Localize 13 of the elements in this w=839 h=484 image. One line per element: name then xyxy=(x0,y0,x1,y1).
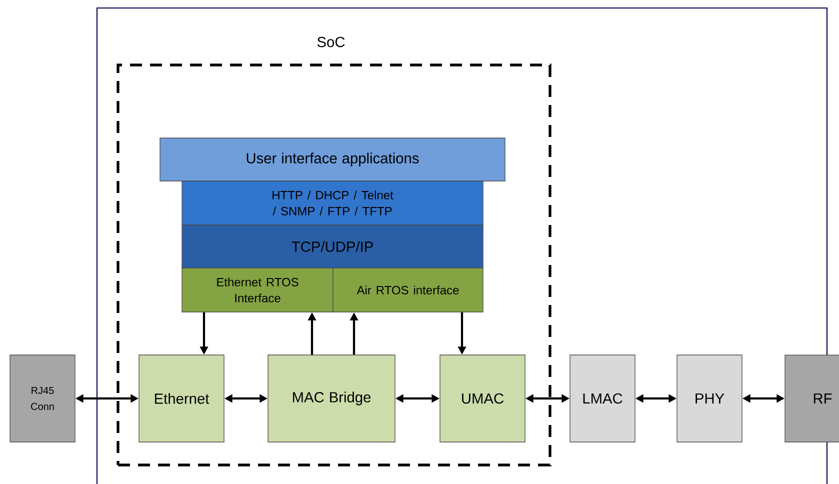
layer-box: TCP/UDP/IP xyxy=(182,224,484,268)
block: MAC Bridge xyxy=(268,354,396,442)
block: UMAC xyxy=(440,354,526,442)
layer-box: Air RTOS interface xyxy=(332,268,484,312)
layer-box: User interface applications xyxy=(160,138,506,182)
block: Ethernet xyxy=(138,354,224,442)
block: PHY xyxy=(676,354,742,442)
connector-block: RJ45 Conn xyxy=(10,354,76,442)
layer-box: HTTP / DHCP / Telnet / SNMP / FTP / TFTP xyxy=(182,180,484,226)
processor-area xyxy=(116,64,552,466)
block: LMAC xyxy=(570,354,636,442)
block: RF xyxy=(784,354,839,442)
layer-box: Ethernet RTOS Interface xyxy=(182,268,334,312)
